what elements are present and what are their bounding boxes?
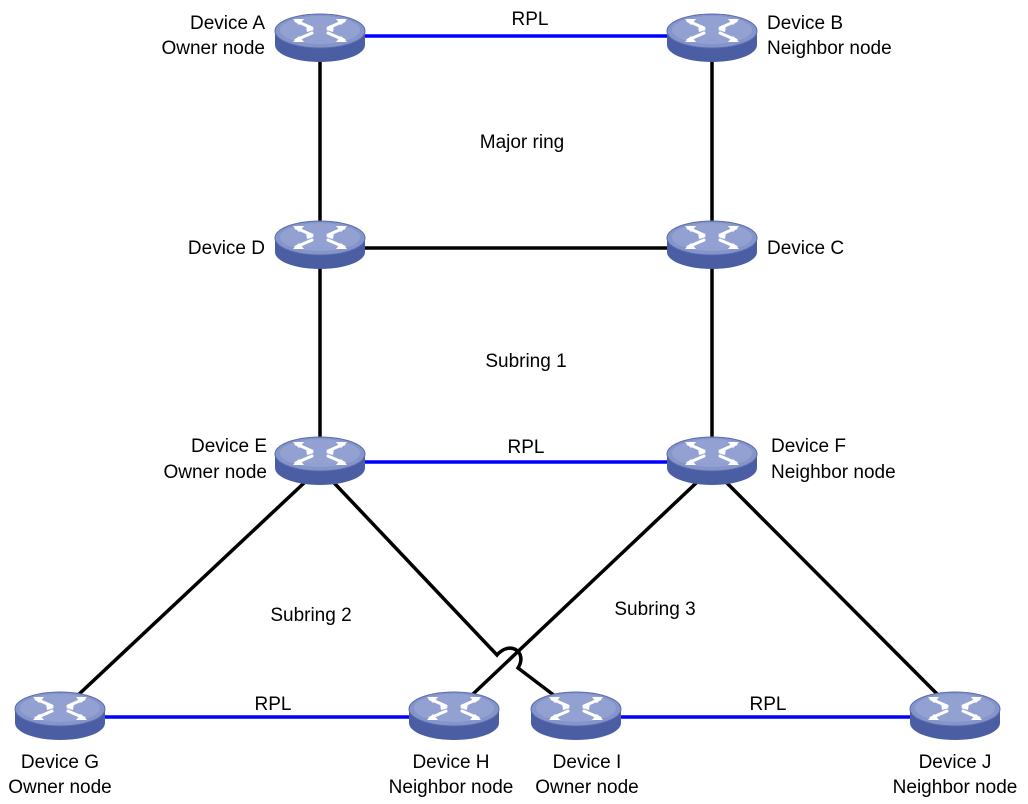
device-b-name: Device B xyxy=(767,13,843,34)
device-f-name: Device F xyxy=(771,436,846,457)
device-i-name: Device I xyxy=(553,752,622,773)
device-b-role: Neighbor node xyxy=(767,38,892,59)
subring-1-label: Subring 1 xyxy=(485,351,566,372)
subring-3-label: Subring 3 xyxy=(614,599,695,620)
subring-2-label: Subring 2 xyxy=(270,605,351,626)
rpl-label-i-j: RPL xyxy=(750,694,787,715)
rpl-labels: RPL RPL RPL RPL xyxy=(255,9,787,715)
device-c-router-icon xyxy=(665,219,759,271)
device-f-role: Neighbor node xyxy=(771,462,896,483)
device-j-name: Device J xyxy=(919,752,992,773)
device-h-name: Device H xyxy=(412,752,489,773)
link-f-j xyxy=(710,466,957,714)
link-f-h xyxy=(452,466,714,714)
device-e-router-icon xyxy=(273,435,367,487)
device-a-router-icon xyxy=(273,12,367,64)
device-b-router-icon xyxy=(665,12,759,64)
rpl-label-e-f: RPL xyxy=(508,437,545,458)
device-e-role: Owner node xyxy=(163,462,267,483)
major-ring-label: Major ring xyxy=(480,132,564,153)
device-d-name: Device D xyxy=(188,238,265,259)
device-i-role: Owner node xyxy=(535,777,639,798)
device-a-name: Device A xyxy=(190,13,265,34)
link-e-i xyxy=(318,466,578,714)
routers xyxy=(13,12,1002,742)
device-h-role: Neighbor node xyxy=(389,777,514,798)
device-j-role: Neighbor node xyxy=(893,777,1018,798)
device-labels: Device A Owner node Device B Neighbor no… xyxy=(8,13,1017,798)
device-c-name: Device C xyxy=(767,238,844,259)
device-g-name: Device G xyxy=(21,752,99,773)
device-h-router-icon xyxy=(407,690,501,742)
device-j-router-icon xyxy=(908,690,1002,742)
device-i-router-icon xyxy=(529,690,623,742)
links xyxy=(58,34,957,719)
rpl-label-a-b: RPL xyxy=(512,9,549,30)
device-e-name: Device E xyxy=(191,436,267,457)
ring-labels: Major ring Subring 1 Subring 2 Subring 3 xyxy=(270,132,695,626)
link-e-g xyxy=(58,466,322,714)
device-g-role: Owner node xyxy=(8,777,112,798)
rpl-label-g-h: RPL xyxy=(255,694,292,715)
device-g-router-icon xyxy=(13,690,107,742)
device-f-router-icon xyxy=(665,435,759,487)
device-a-role: Owner node xyxy=(161,38,265,59)
device-d-router-icon xyxy=(273,219,367,271)
